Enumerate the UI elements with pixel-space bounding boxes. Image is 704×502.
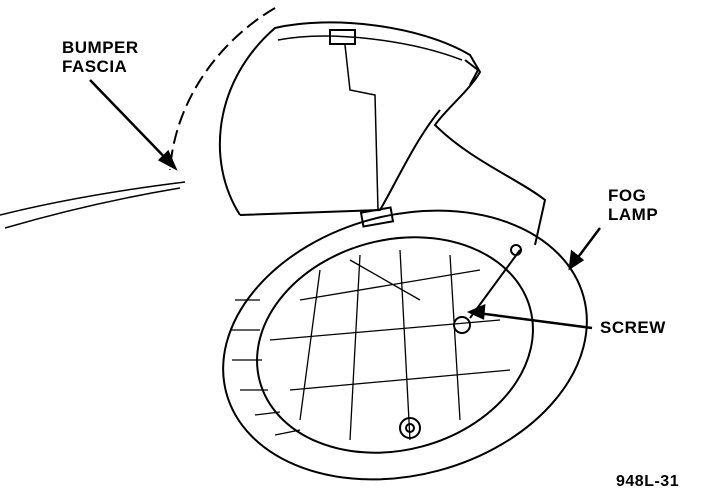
fog-lamp-body	[222, 206, 588, 481]
figure-id: 948L-31	[616, 473, 680, 490]
bumper-fascia-label: BUMPER FASCIA	[62, 38, 139, 76]
fog-lamp-label-line2: LAMP	[608, 205, 659, 224]
mounting-bracket	[218, 21, 547, 246]
fog-lamp-label-line1: FOG	[608, 186, 647, 205]
leader-arrows	[89, 79, 601, 330]
screw	[453, 244, 522, 334]
fog-lamp-label: FOG LAMP	[608, 186, 658, 224]
bumper-fascia-label-line1: BUMPER	[62, 38, 139, 57]
bumper-fascia-label-line2: FASCIA	[62, 57, 128, 76]
bumper-fascia-outline	[0, 7, 276, 229]
screw-label: SCREW	[600, 318, 666, 337]
